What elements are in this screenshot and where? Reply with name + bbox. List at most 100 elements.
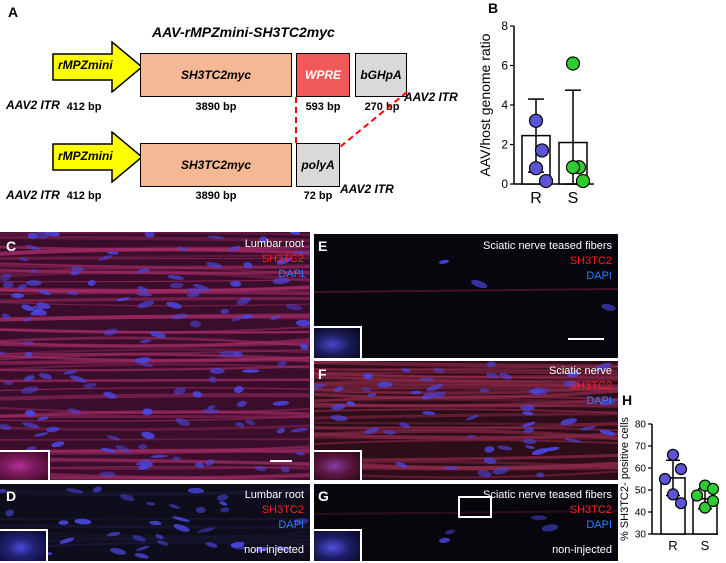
bghpa-box: bGHpA: [355, 53, 407, 97]
y-tick-label-4: 70: [635, 442, 647, 453]
construct-title: AAV-rMPZmini-SH3TC2myc: [152, 24, 335, 40]
micro-e-inset: [314, 326, 362, 358]
y-tick-label-2: 4: [501, 98, 508, 112]
promoter-arrow-top: [52, 41, 144, 93]
point-R-0: [528, 113, 544, 128]
bp-gene-bottom: 3890 bp: [195, 190, 237, 202]
y-tick-label-1: 2: [501, 138, 508, 152]
micro-g-footer: non-injected: [552, 544, 612, 556]
point-R-2: [528, 161, 544, 176]
wpre-box: WPRE: [296, 53, 350, 97]
bp-bghpa: 270 bp: [364, 101, 400, 113]
micro-g-highlight-box: [458, 496, 492, 518]
micro-e-stain: SH3TC2: [569, 255, 612, 267]
micro-g-dapi: DAPI: [586, 519, 612, 531]
micro-f-title: Sciatic nerve: [549, 365, 612, 377]
point-R-4: [674, 497, 688, 510]
panel-label-c: C: [6, 238, 17, 254]
point-S-3: [698, 501, 712, 514]
bp-wpre: 593 bp: [305, 101, 341, 113]
promoter-label-top: rMPZmini: [58, 58, 113, 72]
category-label-R: R: [668, 538, 677, 553]
point-S-2: [565, 160, 581, 175]
panel-label-f: F: [318, 366, 327, 382]
promoter-arrow-bottom: [52, 131, 144, 183]
polya-box: polyA: [296, 143, 340, 187]
micro-e-dapi: DAPI: [586, 270, 612, 282]
gene-label-bottom: SH3TC2myc: [180, 158, 252, 172]
micro-c-stain: SH3TC2: [261, 253, 304, 265]
itr-right-bottom: AAV2 ITR: [340, 182, 394, 196]
point-S-1: [706, 482, 720, 496]
micro-d-stain: SH3TC2: [261, 504, 304, 516]
polya-label: polyA: [301, 158, 335, 172]
itr-left-top: AAV2 ITR: [6, 98, 60, 112]
micro-e-texture: [314, 234, 618, 358]
y-axis-label: % SH3TC2- positive cells: [619, 416, 631, 541]
gene-box-bottom: SH3TC2myc: [140, 143, 292, 187]
wpre-label: WPRE: [305, 68, 341, 82]
micro-e-labels: Sciatic nerve teased fibers SH3TC2 DAPI: [483, 239, 612, 284]
bp-polya: 72 bp: [303, 190, 333, 202]
micro-f-texture: [314, 361, 618, 480]
y-tick-label-3: 6: [501, 59, 508, 73]
micro-d-texture: [0, 484, 310, 561]
micrograph-c: Lumbar root SH3TC2 DAPI: [0, 232, 310, 480]
point-R-1: [534, 143, 550, 158]
category-label-S: S: [568, 190, 579, 207]
micro-c-inset: [0, 450, 50, 480]
micrograph-d: Lumbar root SH3TC2 DAPI non-injected: [0, 484, 310, 561]
micro-d-inset: [0, 529, 48, 561]
micro-c-texture: [0, 232, 310, 480]
point-R-3: [538, 173, 554, 189]
micro-g-inset: [314, 529, 362, 561]
point-S-4: [706, 494, 720, 508]
panel-label-a: A: [8, 4, 19, 20]
micrograph-g: Sciatic nerve teased fibers SH3TC2 DAPI …: [314, 484, 618, 561]
point-R-1: [674, 462, 688, 476]
micro-c-dapi: DAPI: [278, 268, 304, 280]
panel-label-b: B: [488, 0, 499, 16]
micro-f-dapi: DAPI: [586, 395, 612, 407]
micro-c-scalebar: [270, 460, 292, 462]
micro-e-title: Sciatic nerve teased fibers: [482, 240, 612, 252]
panel-label-g: G: [318, 488, 329, 504]
category-label-S: S: [701, 538, 710, 553]
y-tick-label-0: 30: [635, 530, 647, 541]
category-label-R: R: [530, 190, 542, 207]
promoter-label-bottom: rMPZmini: [58, 149, 113, 163]
micro-d-footer: non-injected: [244, 544, 304, 556]
point-R-3: [666, 488, 680, 501]
y-tick-label-2: 50: [635, 486, 647, 497]
micro-e-scalebar: [568, 338, 604, 340]
bghpa-label: bGHpA: [360, 68, 402, 82]
micro-g-stain: SH3TC2: [569, 504, 612, 516]
micro-g-title: Sciatic nerve teased fibers: [482, 489, 612, 501]
micro-f-inset: [314, 450, 362, 480]
bp-gene-top: 3890 bp: [195, 101, 237, 113]
y-tick-label-4: 8: [501, 19, 508, 33]
micro-c-labels: Lumbar root SH3TC2 DAPI: [245, 237, 304, 282]
panel-label-e: E: [318, 238, 328, 254]
point-R-0: [666, 448, 680, 461]
point-S-0: [565, 56, 581, 71]
point-S-2: [690, 489, 704, 502]
y-axis-label: AAV/host genome ratio: [478, 33, 493, 176]
micrograph-e: Sciatic nerve teased fibers SH3TC2 DAPI: [314, 234, 618, 358]
y-tick-label-0: 0: [501, 177, 508, 191]
point-S-3: [575, 173, 591, 189]
micro-g-labels: Sciatic nerve teased fibers SH3TC2 DAPI: [483, 488, 612, 533]
panel-label-d: D: [6, 488, 17, 504]
micro-f-labels: Sciatic nerve SH3TC2 DAPI: [549, 364, 612, 409]
y-tick-label-1: 40: [635, 508, 647, 519]
y-tick-label-3: 60: [635, 464, 647, 475]
panel-label-h: H: [622, 392, 633, 408]
itr-left-bottom: AAV2 ITR: [6, 188, 60, 202]
bp-promoter-bottom: 412 bp: [66, 190, 102, 202]
y-tick-label-5: 80: [635, 420, 647, 431]
gene-box-top: SH3TC2myc: [140, 53, 292, 97]
micrograph-f: Sciatic nerve SH3TC2 DAPI: [314, 361, 618, 480]
micro-d-labels: Lumbar root SH3TC2 DAPI: [245, 488, 304, 533]
